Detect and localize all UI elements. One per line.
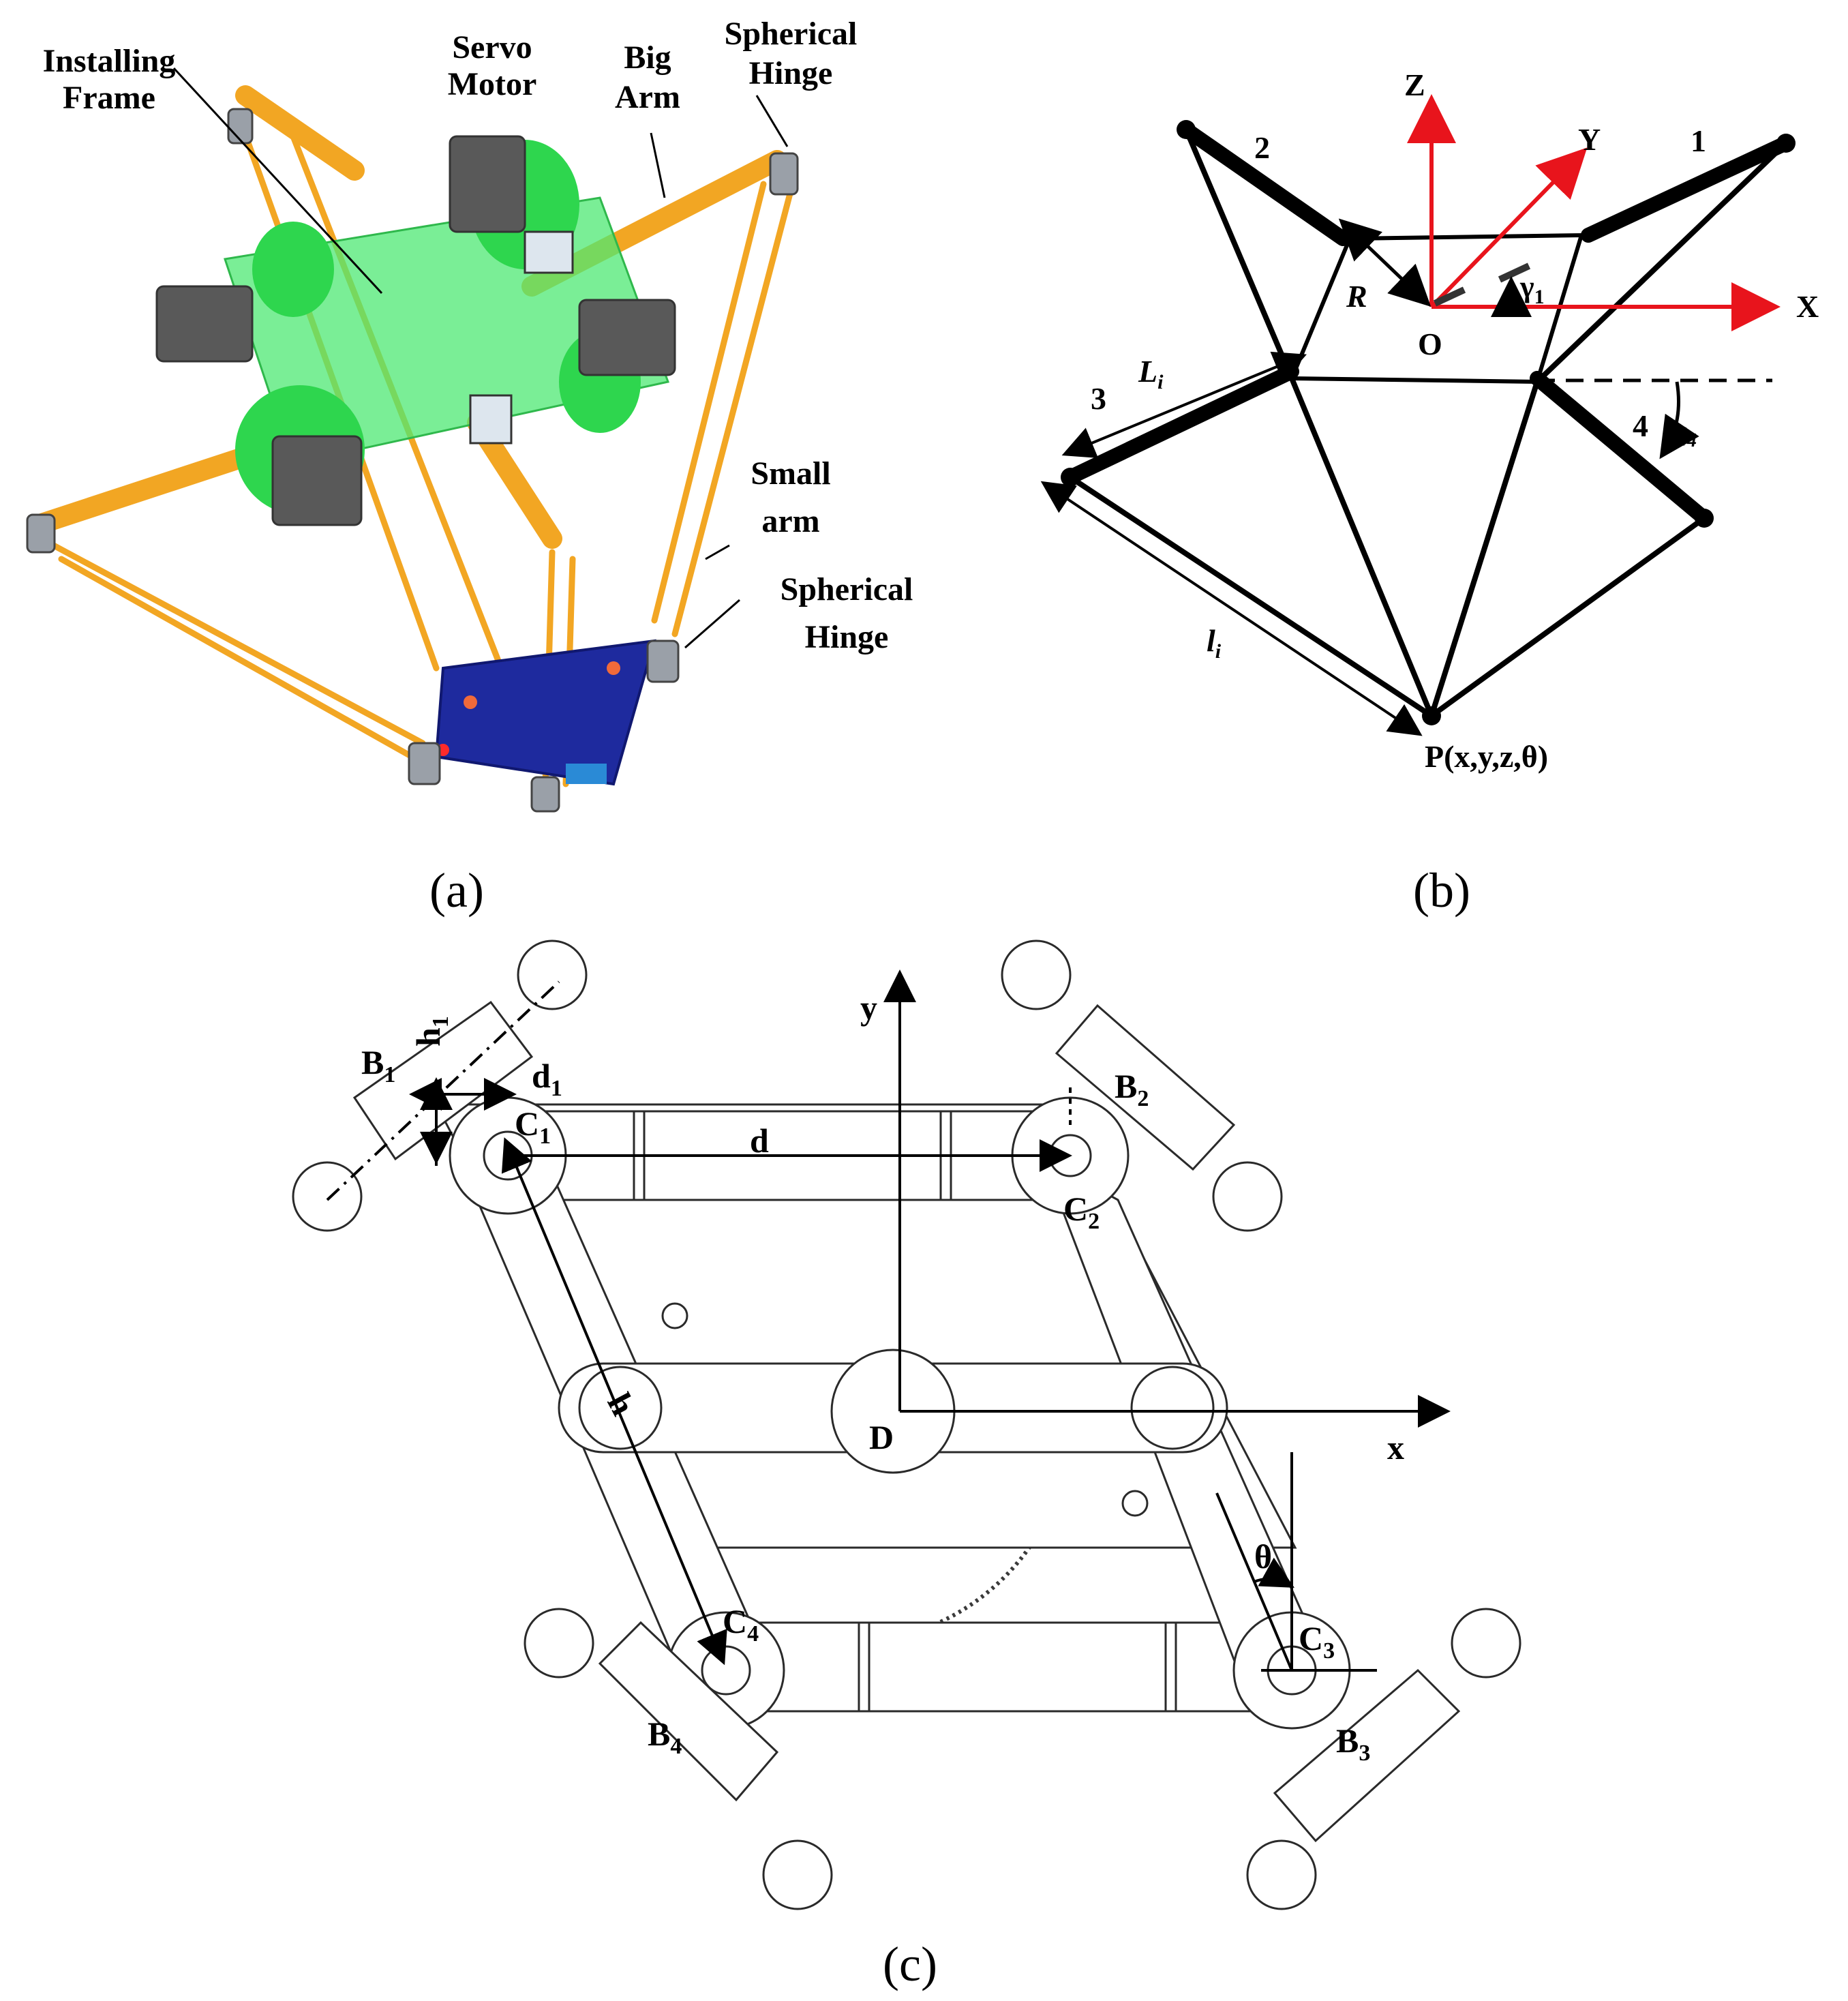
- point-c2: C2: [1063, 1190, 1100, 1234]
- panel-b-caption: (b): [1413, 863, 1470, 918]
- origin-label: O: [1418, 327, 1442, 361]
- panel-b-labels: Z Y X O 1 2 3 4 R γ1 Li li q4 P(x,y,z,θ): [1091, 67, 1819, 774]
- l-label: li: [1207, 623, 1222, 663]
- L-dimension: [1061, 351, 1307, 458]
- panel-c-labels: y x D C1 C2 C3 C4 B1 B2 B3 B4 h1 d1 d h …: [361, 989, 1404, 1766]
- point-b4: B4: [648, 1715, 682, 1759]
- point-b2: B2: [1115, 1067, 1149, 1111]
- dim-theta: θ: [1254, 1537, 1272, 1576]
- z-axis-label: Z: [1404, 67, 1425, 102]
- panel-a-leaders: [172, 67, 789, 649]
- dim-d: d: [750, 1122, 769, 1160]
- point-c4: C4: [723, 1602, 759, 1646]
- panel-a-caption: (a): [429, 863, 484, 918]
- q4-arc: [1659, 381, 1699, 460]
- x-axis-label-c: x: [1387, 1428, 1404, 1466]
- point-c3: C3: [1299, 1619, 1335, 1664]
- arm-number-2: 2: [1254, 130, 1270, 165]
- center-label-d: D: [869, 1418, 894, 1456]
- panel-c-drawing: y x D C1 C2 C3 C4 B1 B2 B3 B4 h1 d1 d h …: [292, 939, 1521, 1991]
- point-b1: B1: [361, 1043, 395, 1087]
- panel-c-caption: (c): [883, 1937, 937, 1991]
- arm-number-1: 1: [1691, 123, 1706, 158]
- servo-motors: [155, 135, 676, 526]
- q4-label: q4: [1673, 415, 1697, 451]
- y-axis-label-c: y: [860, 989, 877, 1027]
- big-arms-schematic: [1063, 122, 1793, 526]
- point-b3: B3: [1336, 1721, 1370, 1766]
- L-label: Li: [1138, 354, 1164, 393]
- arm-number-3: 3: [1091, 381, 1106, 416]
- dim-d1: d1: [532, 1057, 562, 1101]
- l-dimension: [1040, 481, 1423, 736]
- bottom-link-bar: [708, 1621, 1310, 1713]
- gamma-ref: [1433, 286, 1466, 307]
- moving-platform: [434, 639, 656, 786]
- endpoint-label: P(x,y,z,θ): [1425, 739, 1548, 774]
- y-axis-label: Y: [1578, 122, 1601, 157]
- point-c1: C1: [515, 1104, 551, 1149]
- radius-label: R: [1346, 279, 1367, 314]
- x-axis-label: X: [1796, 289, 1819, 324]
- panel-c-dimensions: [326, 969, 1451, 1672]
- panel-b-schematic: Z Y X O 1 2 3 4 R γ1 Li li q4 P(x,y,z,θ)…: [1040, 67, 1819, 918]
- arm-number-4: 4: [1633, 408, 1648, 443]
- coordinate-axes: [1407, 94, 1781, 331]
- gamma-label: γ1: [1519, 270, 1545, 308]
- radius-arrow: [1338, 218, 1432, 307]
- dim-h1: h1: [409, 1016, 453, 1047]
